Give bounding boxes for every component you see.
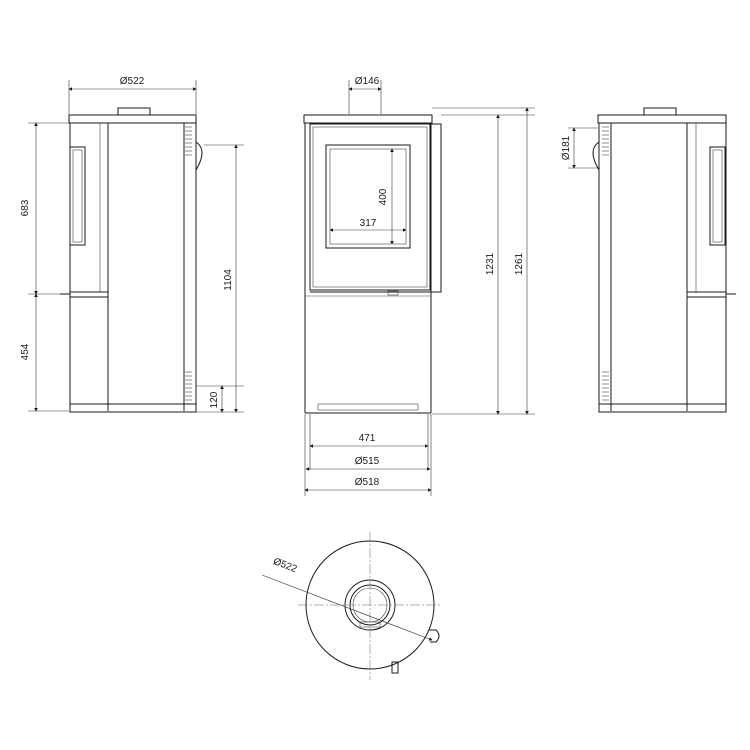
front-view: Ø146 400 317 1231 1261 471 Ø515 Ø518	[303, 76, 535, 496]
dim-side-lower-height: 454	[20, 343, 31, 360]
dim-top-diameter: Ø522	[272, 556, 299, 575]
dim-width-inner: 471	[359, 433, 376, 444]
dim-total-height-side: 1104	[223, 269, 234, 291]
dim-window-width: 317	[360, 218, 377, 229]
dim-rear-flue-diameter: Ø181	[561, 135, 572, 160]
dim-side-width: Ø522	[120, 76, 145, 87]
dim-width-mid: Ø515	[355, 456, 380, 467]
side-view-left: Ø522 683 454 1104 120	[20, 76, 244, 413]
dim-side-upper-height: 683	[20, 199, 31, 216]
side-view-right: Ø181	[561, 107, 736, 413]
dim-width-outer: Ø518	[355, 477, 380, 488]
dim-flue-diameter: Ø146	[355, 76, 380, 87]
dim-base-height: 120	[209, 391, 220, 408]
dim-window-height: 400	[378, 188, 389, 205]
top-view: Ø522	[261, 532, 442, 680]
dim-height-to-flue: 1231	[485, 252, 496, 275]
dim-total-height: 1261	[514, 252, 525, 275]
